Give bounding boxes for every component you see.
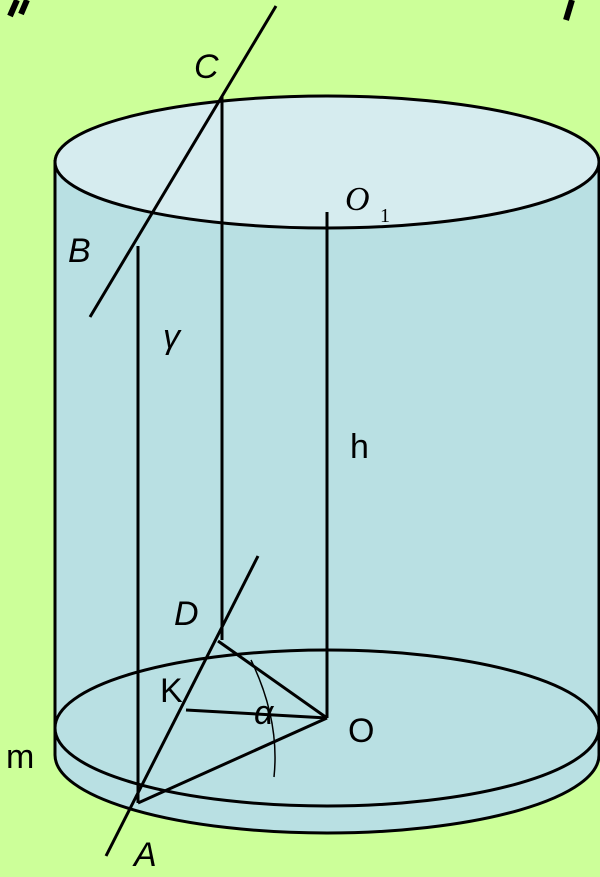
line-bc <box>88 5 278 318</box>
label-o: O <box>348 712 374 750</box>
angle-arc-alpha <box>250 659 276 778</box>
label-alpha: α <box>254 694 275 732</box>
segment-ao <box>137 716 328 805</box>
label-h: h <box>350 428 369 466</box>
segment-ko <box>185 708 328 720</box>
label-o1: O <box>345 181 370 218</box>
label-o1-subscript: 1 <box>380 205 390 227</box>
line-ad <box>104 555 260 857</box>
label-k: K <box>160 672 183 710</box>
label-c: C <box>194 48 219 86</box>
label-b: B <box>68 232 91 270</box>
bottom-rim-front <box>53 754 600 835</box>
label-m: m <box>6 738 34 776</box>
label-d: D <box>174 595 199 633</box>
clipped-top-glyph-right <box>563 0 575 21</box>
label-a: A <box>132 836 157 874</box>
label-gamma: γ <box>163 318 182 356</box>
top-base-ellipse <box>53 94 600 230</box>
clipped-top-glyph-left <box>7 0 30 18</box>
segment-do <box>217 639 328 720</box>
